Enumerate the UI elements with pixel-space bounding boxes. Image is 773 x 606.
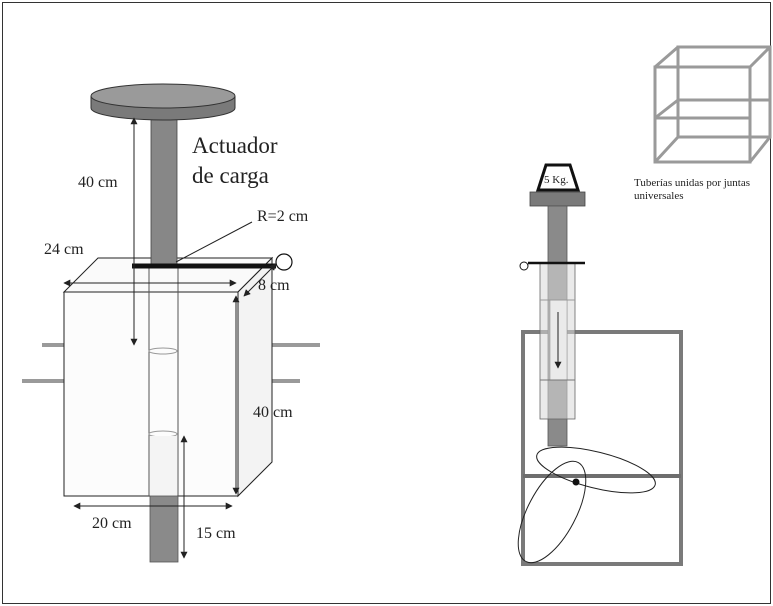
actuator-label-line1: Actuador bbox=[192, 133, 278, 158]
weight-label: 5 Kg. bbox=[544, 174, 569, 186]
shaft-height-label: 40 cm bbox=[78, 174, 118, 191]
sleeve-ring bbox=[519, 261, 529, 271]
frame-box bbox=[521, 330, 683, 566]
swing-loop-right bbox=[536, 446, 656, 494]
universal-joint bbox=[572, 478, 580, 486]
radius-label: R=2 cm bbox=[257, 208, 309, 225]
inner-tube bbox=[148, 268, 179, 496]
tube-length-label: 15 cm bbox=[196, 525, 236, 542]
box-width-bottom-label: 20 cm bbox=[92, 515, 132, 532]
crossbar-ring bbox=[275, 253, 293, 271]
actuator-label-line2: de carga bbox=[192, 163, 269, 188]
box-depth-label: 8 cm bbox=[258, 277, 290, 294]
legend-line1: Tuberías unidas por juntas bbox=[634, 177, 751, 189]
cube-legend-icon bbox=[653, 45, 772, 164]
dim-box-depth bbox=[243, 263, 277, 297]
load-actuator bbox=[90, 83, 236, 269]
box-height-label: 40 cm bbox=[253, 404, 293, 421]
swing-loop-left bbox=[517, 460, 587, 564]
box-width-top-label: 24 cm bbox=[44, 241, 84, 258]
legend-line2: universales bbox=[634, 190, 684, 202]
radius-leader bbox=[175, 221, 253, 263]
